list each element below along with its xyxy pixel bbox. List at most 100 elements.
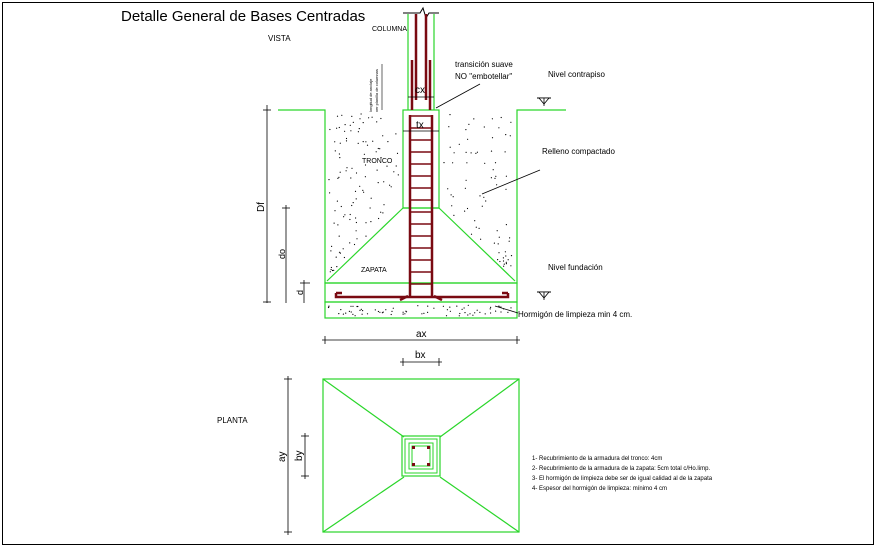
- stipple-dot: [333, 222, 335, 224]
- stipple-dot: [377, 310, 379, 313]
- stipple-dot: [366, 144, 369, 146]
- stipple-dot: [355, 221, 357, 224]
- stipple-dot: [497, 243, 499, 245]
- stipple-dot: [355, 217, 357, 219]
- stipple-dot: [453, 152, 455, 154]
- notes-block: 1- Recubrimiento de la armadura del tron…: [532, 456, 713, 492]
- stipple-dot: [357, 131, 359, 133]
- stipple-dot: [365, 235, 367, 237]
- stipple-dot: [476, 151, 478, 153]
- stipple-dot: [496, 184, 498, 186]
- stipple-dot: [510, 255, 513, 257]
- stipple-dot: [491, 118, 493, 120]
- stipple-dot: [352, 202, 354, 204]
- stipple-dot: [504, 151, 506, 153]
- stipple-dot: [466, 207, 469, 210]
- stipple-dot: [423, 312, 425, 314]
- stipple-dot: [427, 311, 429, 313]
- stipple-dot: [364, 176, 366, 178]
- stipple-dot: [375, 151, 377, 153]
- foundation-level-marker: [537, 291, 551, 300]
- backfill-leader: [481, 169, 541, 195]
- stipple-dot: [404, 313, 406, 315]
- stipple-dot: [334, 141, 336, 143]
- footing-rebar-mat: [334, 291, 510, 299]
- stipple-dot: [476, 309, 478, 311]
- stipple-dot: [494, 177, 496, 179]
- stipple-dot: [508, 240, 510, 242]
- planta-label: PLANTA: [217, 416, 248, 425]
- stipple-dot: [329, 128, 331, 131]
- stipple-dot: [405, 311, 408, 313]
- stipple-dot: [427, 305, 429, 307]
- stipple-dot: [481, 205, 483, 207]
- stipple-dot: [473, 118, 475, 120]
- plan-column-rebars: [412, 446, 430, 466]
- stipple-dot: [510, 307, 512, 309]
- stipple-dot: [329, 192, 331, 194]
- stipple-dot: [371, 116, 373, 118]
- stipple-dot: [498, 252, 500, 254]
- stipple-dot: [387, 141, 389, 143]
- stipple-dot: [490, 312, 492, 314]
- stipple-dot: [479, 311, 481, 313]
- stipple-dot: [357, 142, 359, 144]
- stipple-dot: [490, 177, 492, 179]
- plan-view: ay by: [277, 376, 520, 535]
- stipple-dot: [499, 260, 501, 263]
- stipple-dot: [355, 230, 357, 232]
- stipple-dot: [348, 310, 350, 312]
- stipple-dot: [380, 211, 382, 213]
- plan-footing-outline: [322, 378, 520, 533]
- stipple-dot: [507, 259, 509, 261]
- stipple-dot: [474, 220, 476, 222]
- stipple-dot: [468, 123, 470, 125]
- stipple-dot: [339, 157, 341, 159]
- contrapiso-level-label: Nivel contrapiso: [548, 70, 605, 79]
- stipple-dot: [350, 311, 352, 313]
- trunk-label: TRONCO: [362, 158, 393, 165]
- note-4: 4- Espesor del hormigón de limpieza: mín…: [532, 486, 667, 492]
- stipple-dot: [446, 309, 448, 311]
- stipple-dot: [500, 311, 502, 313]
- stipple-dot: [465, 151, 467, 153]
- cx-dimension-label: cx: [415, 85, 425, 96]
- stipple-dot: [385, 309, 387, 311]
- stipple-dot: [362, 122, 364, 124]
- stipple-dot: [489, 308, 491, 310]
- stipple-dot: [475, 152, 477, 154]
- drawing-title: Detalle General de Bases Centradas: [121, 8, 365, 25]
- stipple-dot: [350, 177, 352, 179]
- stipple-dot: [466, 162, 468, 164]
- foundation-level-label: Nivel fundación: [548, 263, 603, 272]
- note-2: 2- Recubrimiento de la armadura de la za…: [532, 466, 710, 472]
- stipple-dot: [360, 113, 362, 115]
- stipple-dot: [331, 245, 333, 247]
- contrapiso-level-marker: [537, 97, 551, 106]
- stipple-dot: [402, 313, 404, 315]
- stipple-dot: [443, 162, 445, 164]
- stipple-dot: [505, 261, 507, 263]
- transition-label-1: transición suave: [455, 60, 513, 69]
- stipple-dot: [497, 259, 499, 261]
- by-dimension-label: by: [294, 450, 305, 461]
- stipple-dot: [349, 218, 351, 221]
- stipple-dot: [450, 194, 452, 196]
- stipple-dot: [395, 133, 397, 135]
- stipple-dot: [365, 141, 367, 143]
- stipple-dot: [500, 116, 502, 119]
- stipple-dot: [366, 313, 369, 315]
- stipple-dot: [483, 196, 485, 198]
- stipple-dot: [510, 121, 512, 123]
- stipple-dot: [498, 236, 500, 238]
- plan-diagonal-tl: [322, 378, 405, 438]
- stipple-dot: [344, 124, 346, 126]
- stipple-dot: [362, 310, 364, 312]
- stipple-dot: [463, 307, 465, 309]
- stipple-dot: [383, 204, 385, 206]
- column-break-line: [403, 6, 439, 20]
- stipple-dot: [449, 114, 451, 116]
- stipple-dot: [370, 221, 372, 223]
- stipple-dot: [392, 307, 394, 309]
